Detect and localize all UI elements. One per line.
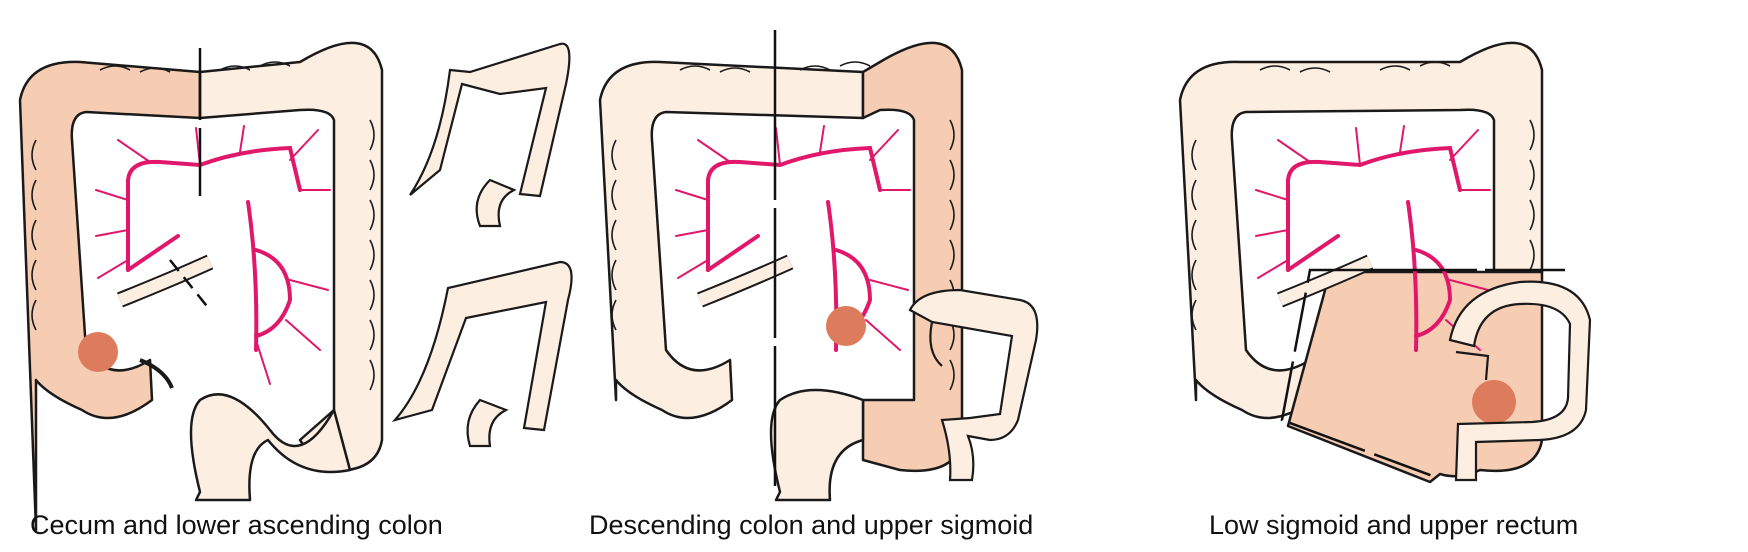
resection-lines: [1280, 268, 1565, 480]
remaining-colon: [1178, 41, 1544, 420]
caption-cecum: Cecum and lower ascending colon: [30, 510, 443, 540]
tumor-marker: [1472, 380, 1516, 424]
resection-schematic-top: [409, 42, 571, 228]
mesenteric-vessels: [675, 125, 911, 352]
sigmoid-rectum: [769, 388, 865, 502]
appendix: [139, 358, 174, 389]
panel-cecum: Cecum and lower ascending colon: [0, 0, 580, 552]
colon: [598, 41, 964, 502]
mesenteric-vessels: [1255, 125, 1491, 352]
colon-diagram-cecum: [18, 41, 573, 532]
tumor-marker: [826, 306, 866, 346]
resection-schematic-bottom: [391, 260, 573, 448]
resection-schematic: [908, 288, 1039, 482]
resected-segment: [18, 60, 202, 532]
colon: [18, 41, 384, 532]
remaining-colon: [598, 60, 865, 420]
mesenteric-vessels: [95, 125, 331, 385]
colon-diagram-descending: [598, 30, 1039, 502]
tumor-marker: [78, 332, 118, 372]
resection-schematic: [1448, 280, 1592, 482]
panel-low-sigmoid: Low sigmoid and upper rectum: [1160, 0, 1748, 552]
resection-lines: [169, 48, 211, 311]
sigmoid-rectum: [189, 393, 352, 502]
remaining-colon: [198, 41, 384, 473]
resected-segment: [861, 41, 964, 473]
caption-low-sigmoid: Low sigmoid and upper rectum: [1209, 510, 1579, 540]
colon-diagram-low-sigmoid: [1178, 41, 1592, 484]
caption-descending: Descending colon and upper sigmoid: [589, 510, 1034, 540]
panel-descending: Descending colon and upper sigmoid: [580, 0, 1160, 552]
